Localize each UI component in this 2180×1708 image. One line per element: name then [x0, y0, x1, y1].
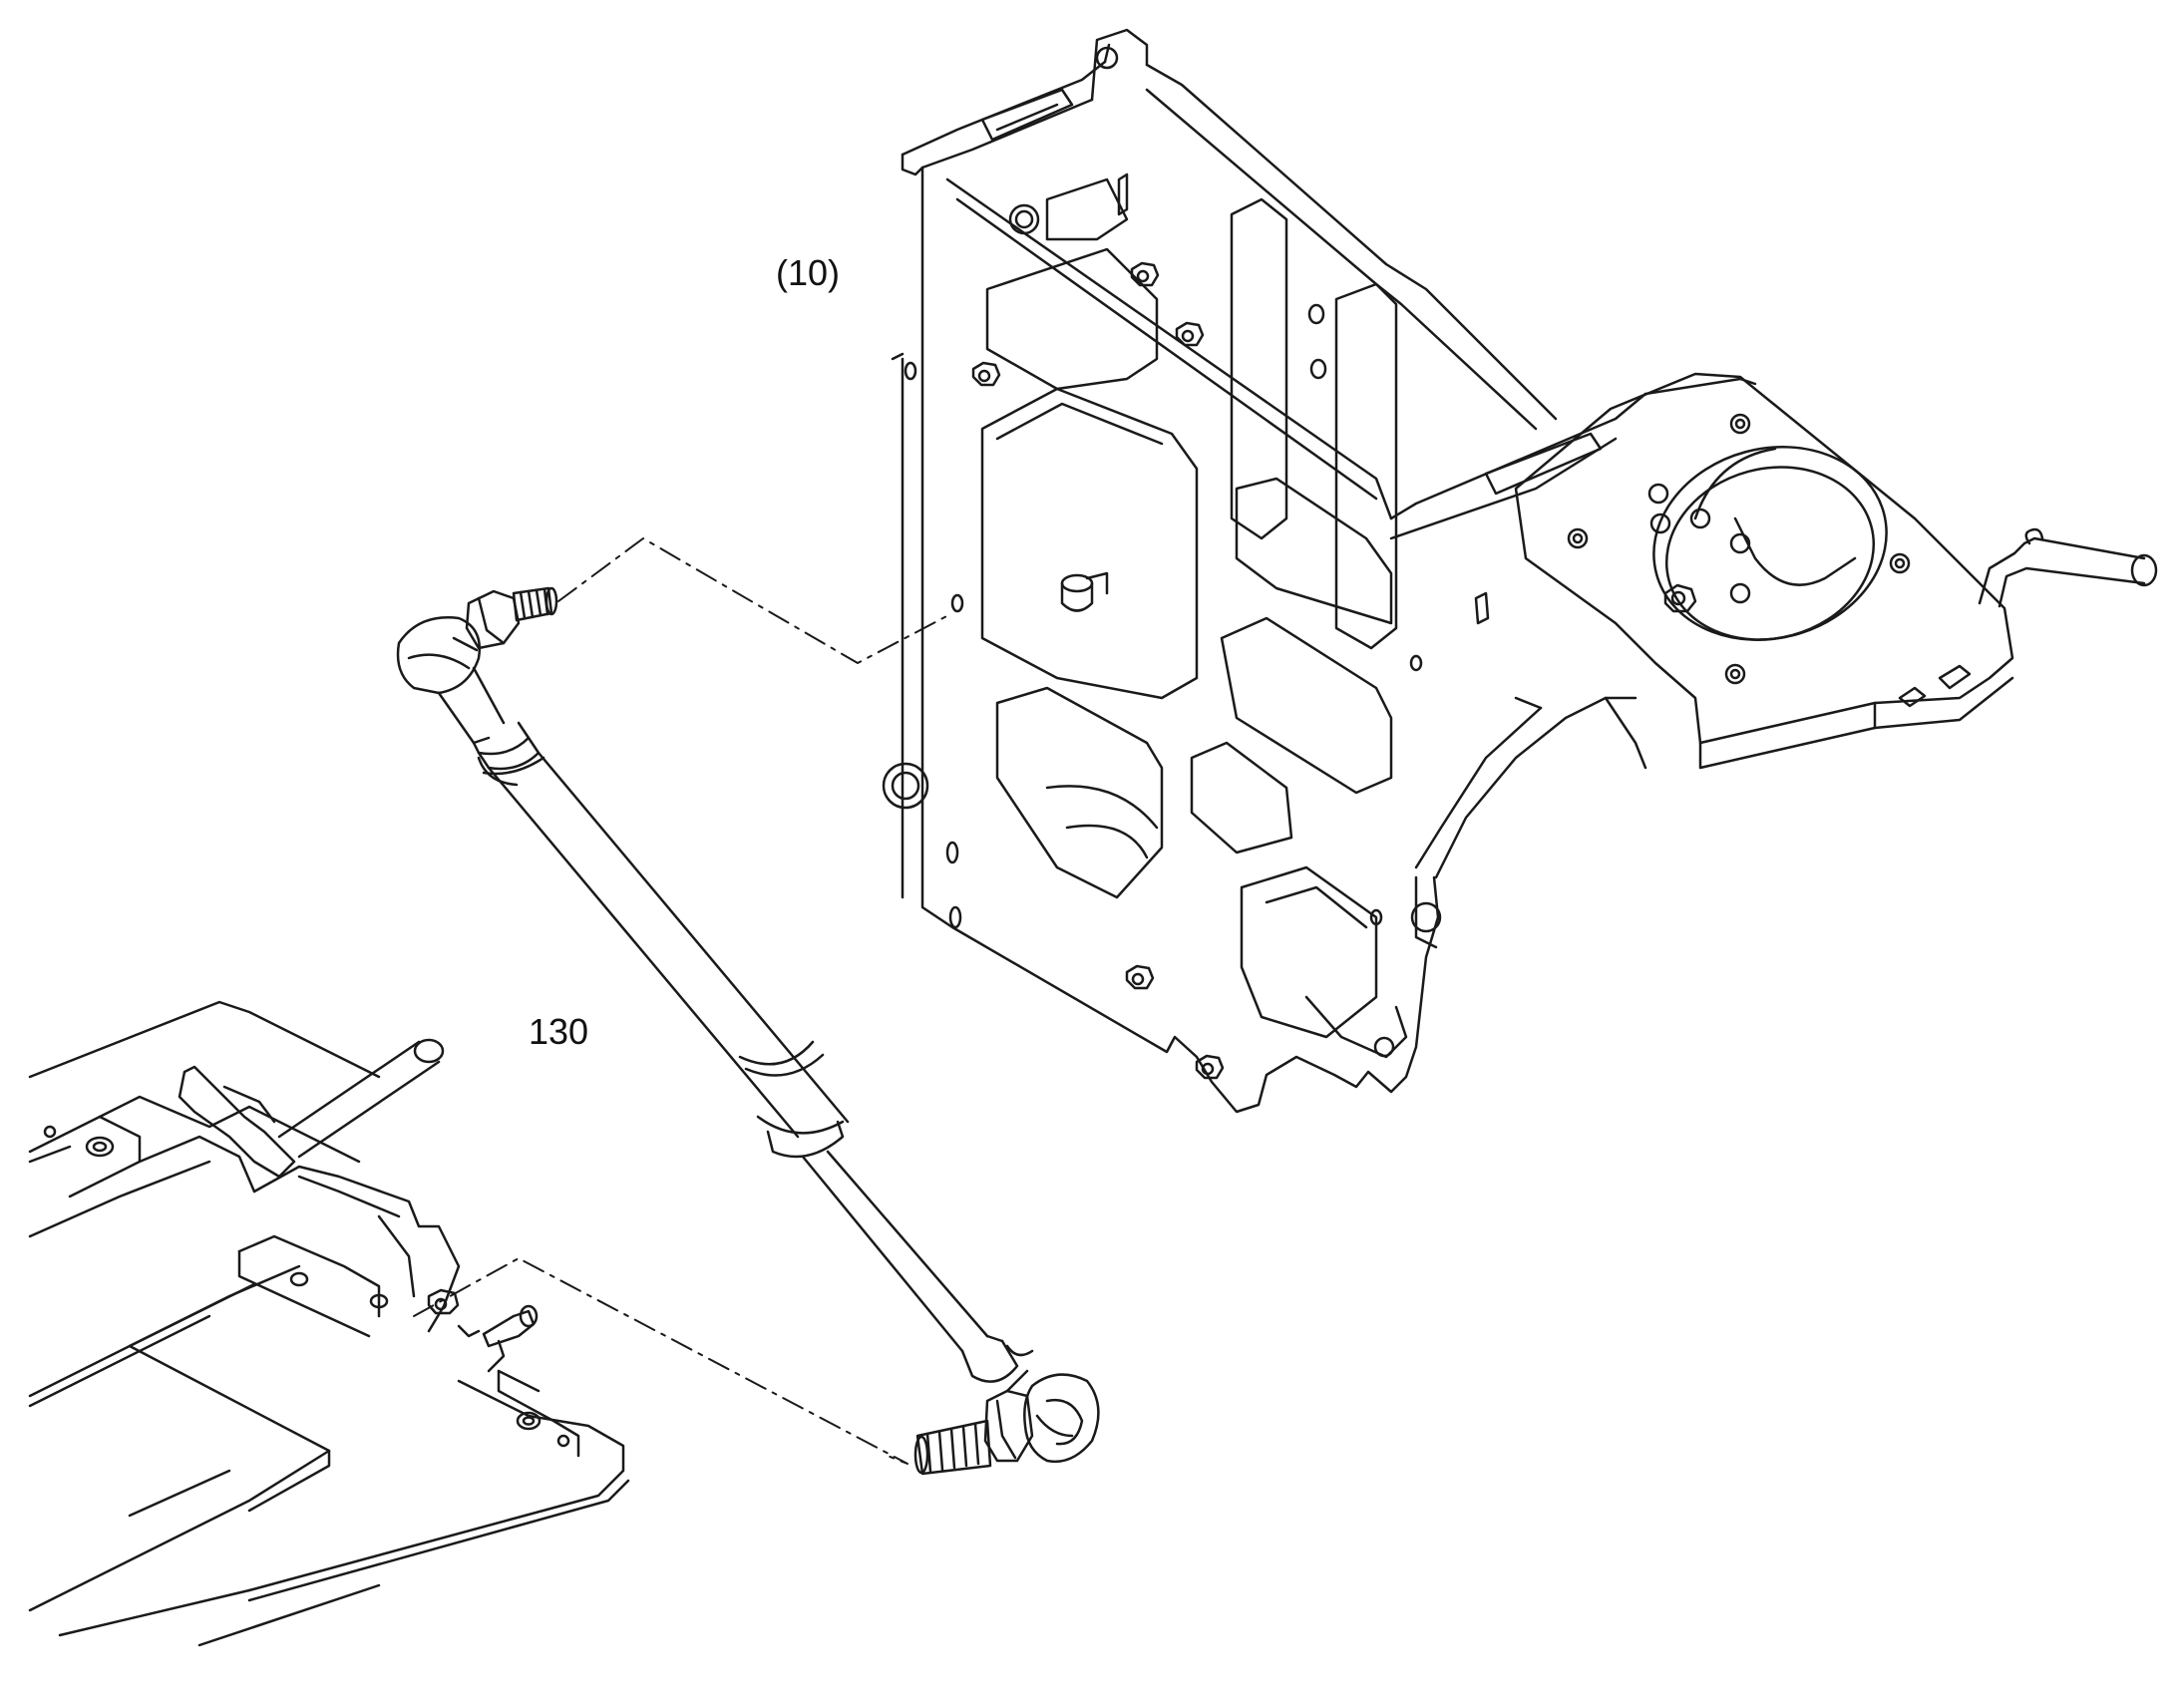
leader-lines	[413, 537, 953, 1465]
nut-icon	[1125, 964, 1155, 990]
gas-spring	[396, 586, 1100, 1476]
nut-icon	[1195, 1054, 1225, 1080]
callout-gas-spring-130: 130	[529, 1011, 589, 1052]
nut-icon	[1130, 261, 1160, 287]
nut-icon	[971, 361, 1001, 387]
base-frame	[28, 1000, 630, 1647]
mounting-bracket	[882, 28, 2158, 1114]
nut-icon	[1175, 321, 1205, 347]
callout-bracket-10: (10)	[776, 252, 841, 293]
